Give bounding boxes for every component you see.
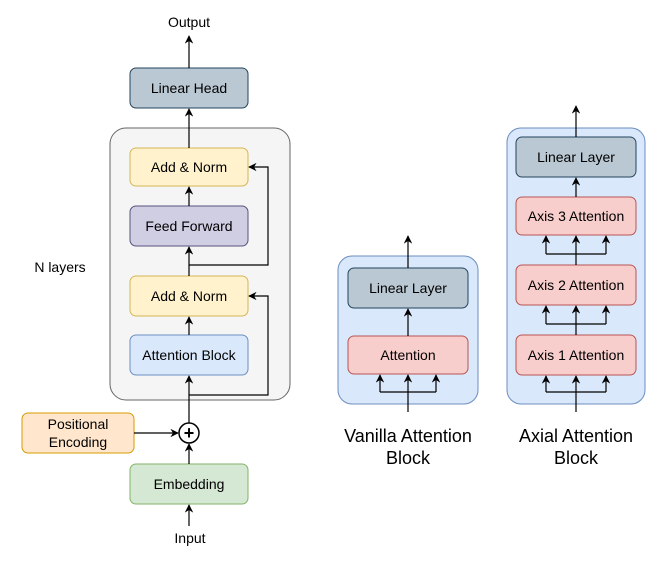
axial-fork-axis1-to-axis2 bbox=[541, 305, 611, 335]
axial-axis2-attention-node: Axis 2 Attention bbox=[515, 264, 637, 306]
input-label: Input bbox=[174, 530, 205, 546]
svg-text:Axis 2 Attention: Axis 2 Attention bbox=[528, 277, 625, 293]
vanilla-attention-node: Attention bbox=[347, 335, 469, 375]
vanilla-attention-block: Linear Layer Attention Vanilla Attention… bbox=[337, 235, 479, 468]
svg-text:Feed Forward: Feed Forward bbox=[145, 218, 232, 234]
svg-text:Linear Layer: Linear Layer bbox=[537, 149, 615, 165]
svg-text:Embedding: Embedding bbox=[154, 476, 225, 492]
svg-text:Add & Norm: Add & Norm bbox=[151, 159, 227, 175]
svg-text:Linear Head: Linear Head bbox=[151, 80, 227, 96]
svg-text:Add & Norm: Add & Norm bbox=[151, 288, 227, 304]
linear-head-node: Linear Head bbox=[129, 67, 249, 109]
svg-text:Axis 1 Attention: Axis 1 Attention bbox=[528, 347, 625, 363]
attention-block-node: Attention Block bbox=[129, 334, 249, 376]
svg-text:Linear Layer: Linear Layer bbox=[369, 280, 447, 296]
add-norm-bottom-node: Add & Norm bbox=[129, 275, 249, 317]
axial-axis3-attention-node: Axis 3 Attention bbox=[515, 196, 637, 236]
axial-attention-block: Linear Layer Axis 3 Attention Axis 2 Att… bbox=[506, 105, 646, 468]
n-layers-label: N layers bbox=[34, 259, 85, 275]
axial-caption-line2: Block bbox=[554, 448, 599, 468]
vanilla-caption-line1: Vanilla Attention bbox=[344, 426, 472, 446]
axial-fork-axis2-to-axis3 bbox=[541, 235, 611, 265]
svg-text:Attention: Attention bbox=[380, 347, 435, 363]
add-operator: + bbox=[178, 422, 200, 444]
embedding-node: Embedding bbox=[129, 463, 249, 505]
svg-text:Encoding: Encoding bbox=[49, 434, 107, 450]
svg-text:Attention Block: Attention Block bbox=[142, 347, 236, 363]
vanilla-caption-line2: Block bbox=[386, 448, 431, 468]
plus-icon: + bbox=[184, 423, 195, 443]
positional-encoding-node: Positional Encoding bbox=[21, 412, 135, 454]
axial-linear-layer-node: Linear Layer bbox=[515, 136, 637, 178]
axial-axis1-attention-node: Axis 1 Attention bbox=[515, 334, 637, 376]
residual-connection-upper bbox=[189, 162, 269, 266]
vanilla-input-fork bbox=[375, 374, 441, 412]
residual-connection-lower bbox=[189, 291, 269, 396]
n-layers-container bbox=[109, 127, 291, 401]
axial-caption-line1: Axial Attention bbox=[519, 426, 633, 446]
axial-input-fork bbox=[541, 375, 611, 412]
svg-text:Axis 3 Attention: Axis 3 Attention bbox=[528, 208, 625, 224]
add-norm-top-node: Add & Norm bbox=[129, 147, 249, 187]
vanilla-linear-layer-node: Linear Layer bbox=[347, 267, 469, 309]
feed-forward-node: Feed Forward bbox=[129, 205, 249, 247]
transformer-stack: Output N layers Input Linear Head Add & … bbox=[21, 14, 291, 546]
output-label: Output bbox=[168, 14, 210, 30]
svg-text:Positional: Positional bbox=[48, 416, 109, 432]
